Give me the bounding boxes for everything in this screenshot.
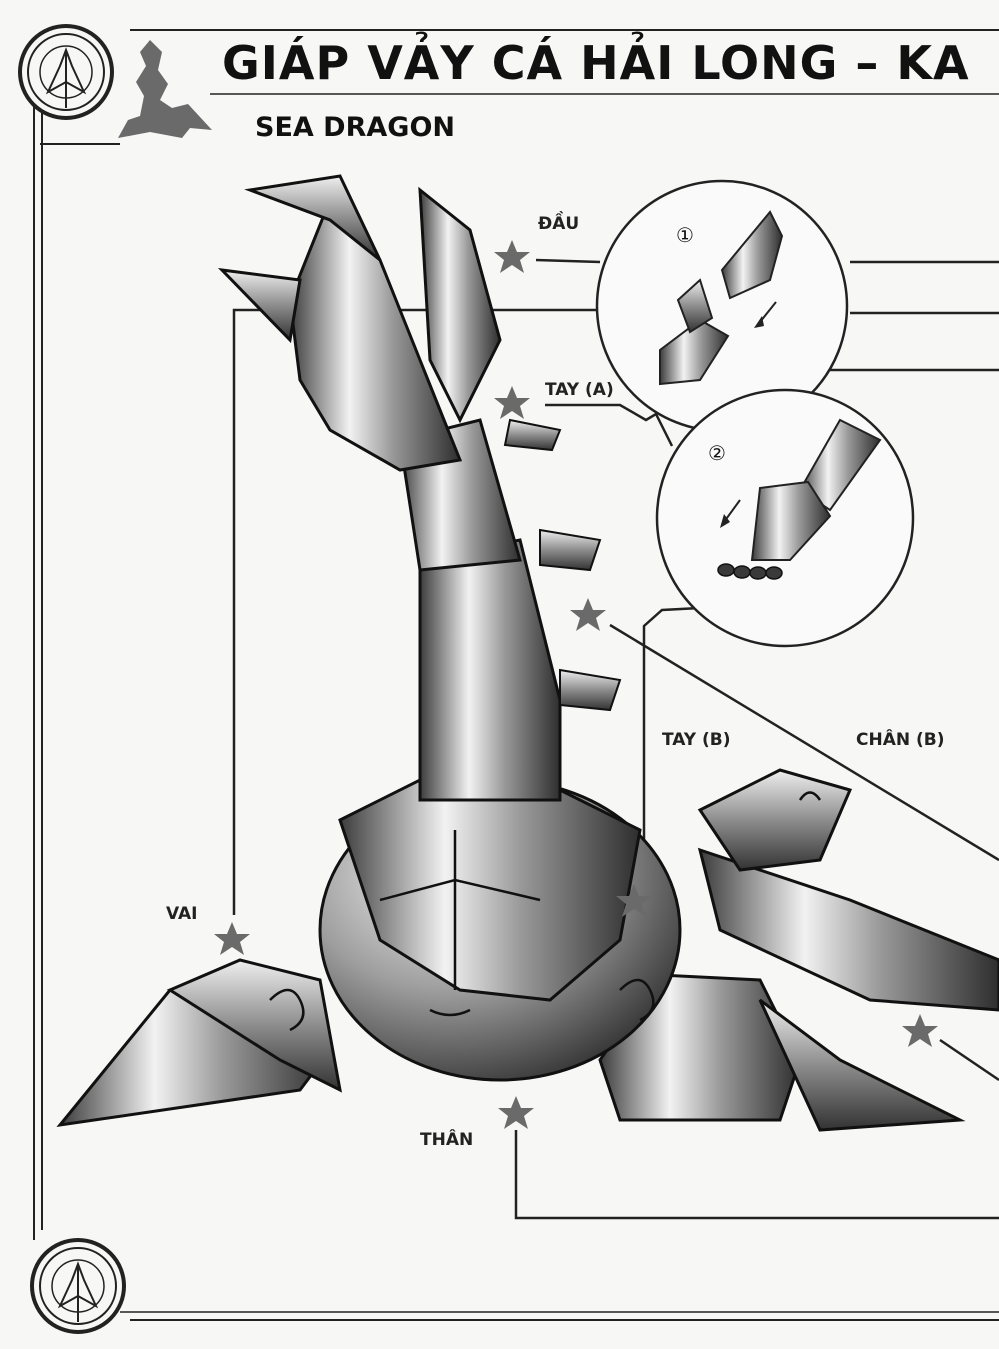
- page-title: GIÁP VẢY CÁ HẢI LONG – KA: [222, 36, 970, 90]
- sea-dragon-silhouette-icon: [118, 40, 212, 138]
- star-marker-icon: [498, 1096, 534, 1129]
- detail-circle-2: [655, 388, 915, 648]
- star-marker-icon: [494, 240, 530, 273]
- label-dau: ĐẦU: [538, 214, 580, 234]
- corner-emblem-icon: [18, 24, 114, 120]
- sea-dragon-armor-illustration: [56, 174, 999, 1132]
- star-marker-icon: [902, 1014, 938, 1047]
- star-marker-icon: [214, 922, 250, 955]
- label-tay-b: TAY (B): [662, 730, 731, 750]
- arm-piece-illustration: [717, 418, 882, 580]
- step-number-1: ①: [676, 223, 694, 247]
- star-marker-icon: [570, 598, 606, 631]
- label-than: THÂN: [420, 1130, 474, 1150]
- star-marker-icon: [494, 386, 530, 419]
- callout-lines: [232, 258, 999, 1220]
- page-frame: [33, 29, 999, 1321]
- detail-circle-1: [595, 179, 849, 433]
- label-vai: VAI: [166, 904, 198, 924]
- head-piece-illustration: [659, 210, 784, 386]
- label-tay-a: TAY (A): [545, 380, 614, 400]
- corner-emblem-icon: [30, 1238, 126, 1334]
- step-number-2: ②: [708, 441, 726, 465]
- label-chan-b: CHÂN (B): [856, 730, 945, 750]
- page-subtitle: SEA DRAGON: [255, 112, 455, 143]
